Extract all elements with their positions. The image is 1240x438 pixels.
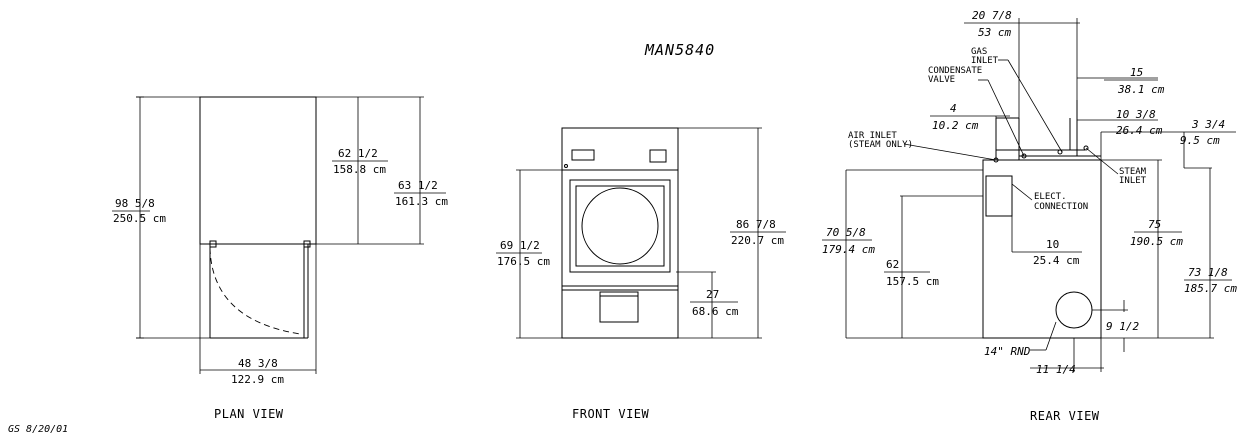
condensate-valve-label-1: CONDENSATE	[928, 66, 982, 76]
rear-70-cm: 179.4 cm	[822, 243, 875, 256]
rear-9-12: 9 1/2	[1106, 320, 1139, 333]
elect-connection-label-1: ELECT.	[1034, 192, 1067, 202]
front-door-frame	[569, 179, 671, 273]
plan-width-cm: 122.9 cm	[231, 373, 284, 386]
rear-4-in: 4	[950, 102, 957, 115]
plan-height-cm: 250.5 cm	[113, 212, 166, 225]
rear-10-38-in: 10 3/8	[1116, 108, 1156, 121]
rear-75-in: 75	[1148, 218, 1161, 231]
plan-view-title: PLAN VIEW	[214, 407, 284, 421]
rear-4-cm: 10.2 cm	[932, 119, 979, 132]
plan-depth-in: 63 1/2	[398, 179, 438, 192]
front-door-cm: 68.6 cm	[692, 305, 739, 318]
elect-connection-box	[985, 175, 1013, 217]
rear-exhaust-round	[1055, 291, 1093, 329]
plan-view: 98 5/8 250.5 cm 62 1/2 158.8 cm 63 1/2 1…	[112, 96, 448, 421]
model-number: MAN5840	[644, 41, 715, 59]
drawing-date: GS 8/20/01	[8, 424, 68, 435]
plan-height-in: 98 5/8	[115, 197, 155, 210]
rear-15-in: 15	[1130, 66, 1143, 79]
front-body-outline	[561, 127, 679, 339]
rear-70-in: 70 5/8	[826, 226, 866, 239]
lint-drawer	[599, 291, 639, 323]
rear-10-in: 10	[1046, 238, 1059, 251]
plan-depth-cm: 161.3 cm	[395, 195, 448, 208]
rear-3-34-in: 3 3/4	[1191, 118, 1225, 131]
front-height-cm: 176.5 cm	[497, 255, 550, 268]
plan-body-outline	[199, 96, 317, 245]
rear-62-in: 62	[886, 258, 899, 271]
air-inlet-label-2: (STEAM ONLY)	[848, 140, 913, 150]
gas-inlet-label-1: GAS	[971, 47, 987, 57]
air-inlet-label-1: AIR INLET	[848, 131, 897, 141]
rear-62-cm: 157.5 cm	[886, 275, 939, 288]
front-overall-cm: 220.7 cm	[731, 234, 784, 247]
gas-inlet-label-2: INLET	[971, 56, 999, 66]
rear-15-cm: 38.1 cm	[1117, 83, 1165, 96]
steam-inlet-label-1: STEAM	[1119, 167, 1147, 177]
plan-width-in: 48 3/8	[238, 357, 278, 370]
rear-11-14: 11 1/4	[1036, 363, 1076, 376]
rear-3-34-cm: 9.5 cm	[1180, 134, 1220, 147]
rear-top-in: 20 7/8	[972, 9, 1012, 22]
rear-10-38-cm: 26.4 cm	[1116, 124, 1163, 137]
rear-view: 20 7/8 53 cm 15 38.1 cm 10 3/8 26.4 cm 3…	[822, 9, 1237, 423]
rear-view-title: REAR VIEW	[1030, 409, 1100, 423]
rear-75-cm: 190.5 cm	[1130, 235, 1183, 248]
rear-top-cm: 53 cm	[978, 26, 1011, 39]
front-view: 69 1/2 176.5 cm 86 7/8 220.7 cm 27 68.6 …	[496, 127, 786, 421]
elect-connection-label-2: CONNECTION	[1034, 202, 1088, 212]
front-drum-window	[581, 187, 659, 265]
rear-73-cm: 185.7 cm	[1184, 282, 1237, 295]
condensate-valve-label-2: VALVE	[928, 75, 955, 85]
front-door-in: 27	[706, 288, 719, 301]
front-view-title: FRONT VIEW	[572, 407, 650, 421]
rear-round-label: 14" RND	[984, 345, 1031, 358]
front-height-in: 69 1/2	[500, 239, 540, 252]
rear-73-in: 73 1/8	[1188, 266, 1228, 279]
plan-depth-top-in: 62 1/2	[338, 147, 378, 160]
steam-inlet-label-2: INLET	[1119, 176, 1147, 186]
plan-depth-top-cm: 158.8 cm	[333, 163, 386, 176]
door-swing-arc	[209, 247, 301, 335]
rear-body-outline	[982, 159, 1102, 339]
rear-10-cm: 25.4 cm	[1033, 254, 1080, 267]
front-overall-in: 86 7/8	[736, 218, 776, 231]
